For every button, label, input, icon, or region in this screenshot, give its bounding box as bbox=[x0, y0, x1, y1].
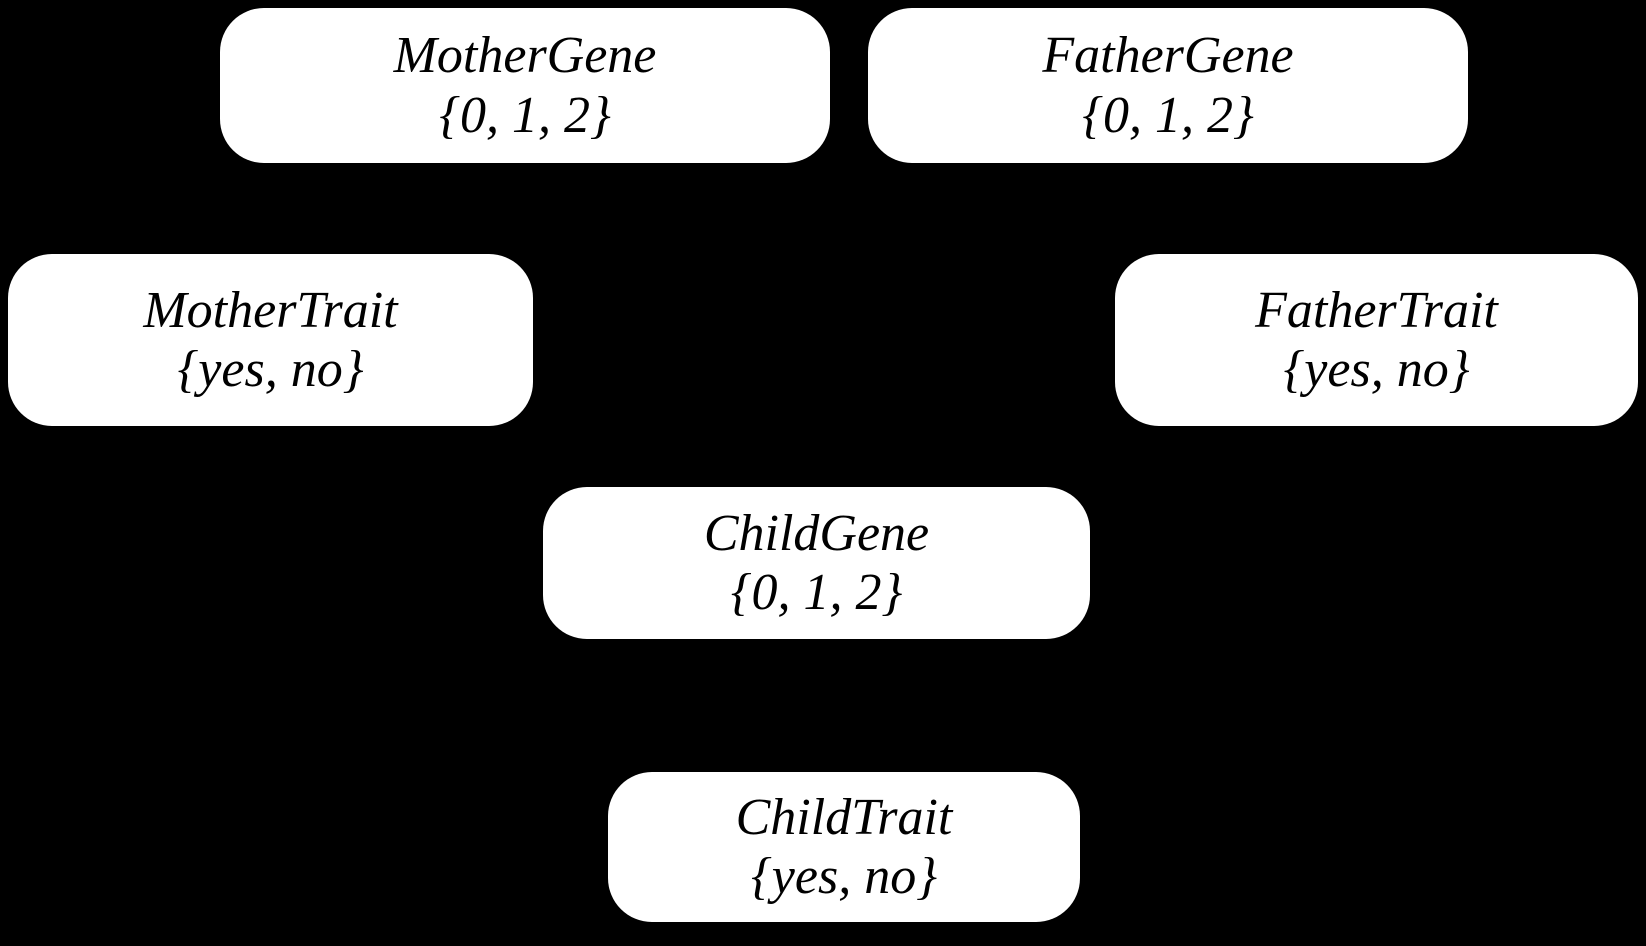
node-mother-trait[interactable]: MotherTrait {yes, no} bbox=[8, 254, 533, 426]
node-mother-gene-domain: {0, 1, 2} bbox=[439, 86, 611, 144]
node-child-trait-title: ChildTrait bbox=[735, 788, 953, 846]
node-mother-trait-domain: {yes, no} bbox=[177, 341, 364, 398]
node-child-gene-domain: {0, 1, 2} bbox=[730, 564, 903, 621]
node-father-gene[interactable]: FatherGene {0, 1, 2} bbox=[868, 8, 1468, 163]
node-mother-gene[interactable]: MotherGene {0, 1, 2} bbox=[220, 8, 830, 163]
node-mother-trait-title: MotherTrait bbox=[143, 281, 398, 339]
node-father-trait-domain: {yes, no} bbox=[1283, 341, 1470, 398]
node-child-gene-title: ChildGene bbox=[703, 504, 930, 562]
node-child-trait-domain: {yes, no} bbox=[751, 848, 937, 905]
node-father-trait-title: FatherTrait bbox=[1255, 281, 1498, 339]
node-father-trait[interactable]: FatherTrait {yes, no} bbox=[1115, 254, 1638, 426]
node-child-trait[interactable]: ChildTrait {yes, no} bbox=[608, 772, 1080, 922]
node-mother-gene-title: MotherGene bbox=[393, 27, 657, 85]
node-child-gene[interactable]: ChildGene {0, 1, 2} bbox=[543, 487, 1090, 639]
node-father-gene-title: FatherGene bbox=[1042, 27, 1294, 85]
node-father-gene-domain: {0, 1, 2} bbox=[1082, 86, 1254, 144]
